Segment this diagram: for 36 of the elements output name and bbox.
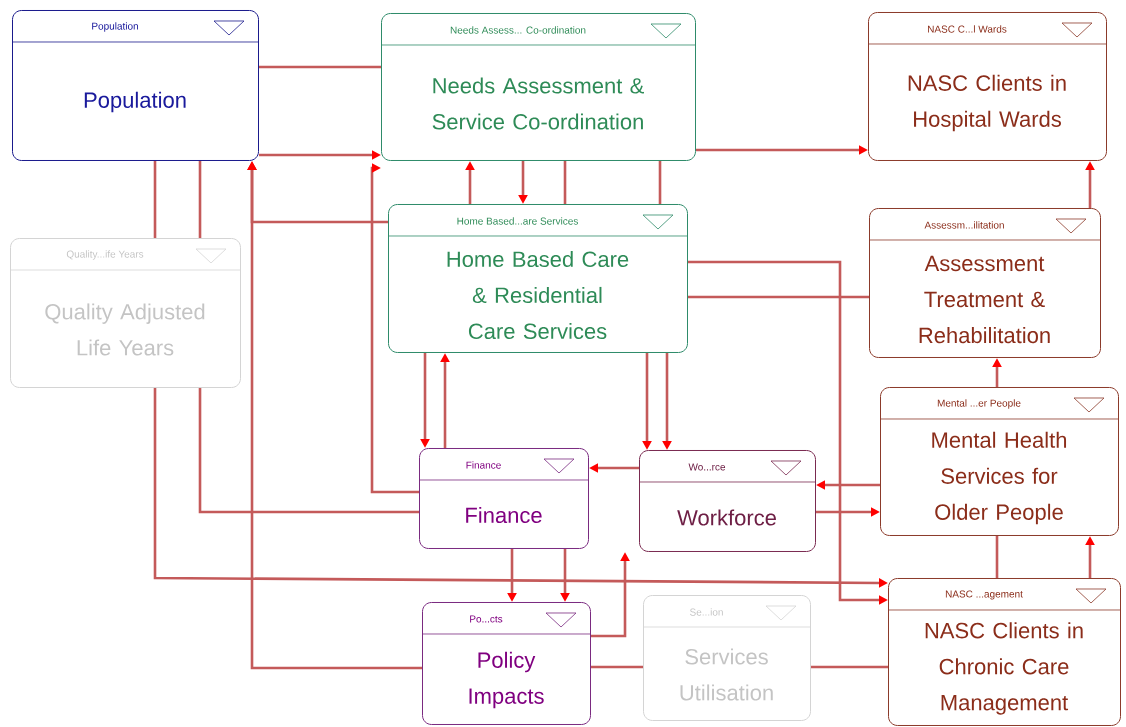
model-box bbox=[879, 387, 1119, 536]
box-header: Po...cts bbox=[470, 615, 503, 623]
box-header: Wo...rce bbox=[688, 463, 726, 471]
model-box bbox=[887, 578, 1121, 726]
box-title: Policy Impacts bbox=[469, 651, 544, 709]
model-box bbox=[638, 450, 816, 552]
model-box bbox=[867, 12, 1107, 161]
model-box bbox=[421, 602, 591, 725]
box-title: Mental Health Services for Older People bbox=[932, 431, 1067, 525]
box-title: Needs Assessment & Service Co-ordination bbox=[432, 77, 644, 130]
box-header: Needs Assess... Co-ordination bbox=[450, 26, 586, 34]
box-title: Finance bbox=[466, 506, 542, 524]
model-box bbox=[11, 10, 259, 161]
model-box bbox=[642, 595, 811, 721]
box-header: Quality...ife Years bbox=[66, 250, 144, 260]
box-header: Home Based...are Services bbox=[457, 217, 578, 225]
box-header: NASC C...l Wards bbox=[928, 25, 1007, 33]
connector-arrow bbox=[370, 163, 419, 494]
box-header: Finance bbox=[466, 461, 501, 469]
box-header: NASC ...agement bbox=[945, 590, 1023, 600]
model-box bbox=[380, 13, 696, 161]
box-title: Assessment Treatment & Rehabilitation bbox=[919, 255, 1050, 344]
model-box bbox=[387, 204, 688, 353]
model-box bbox=[868, 208, 1101, 358]
box-header: Population bbox=[92, 22, 138, 32]
box-title: NASC Clients in Chronic Care Management bbox=[925, 622, 1083, 715]
box-title: Quality Adjusted Life Years bbox=[45, 303, 205, 356]
model-box bbox=[9, 238, 241, 388]
model-box bbox=[418, 448, 589, 549]
box-title: Population bbox=[84, 91, 186, 113]
box-title: Workforce bbox=[677, 509, 776, 526]
box-title: Services Utilisation bbox=[680, 648, 773, 701]
box-header: Assessm...ilitation bbox=[924, 221, 1004, 229]
box-title: Home Based Care & Residential Care Services bbox=[447, 250, 629, 340]
box-header: Mental ...er People bbox=[937, 399, 1021, 409]
box-title: NASC Clients in Hospital Wards bbox=[908, 74, 1066, 132]
